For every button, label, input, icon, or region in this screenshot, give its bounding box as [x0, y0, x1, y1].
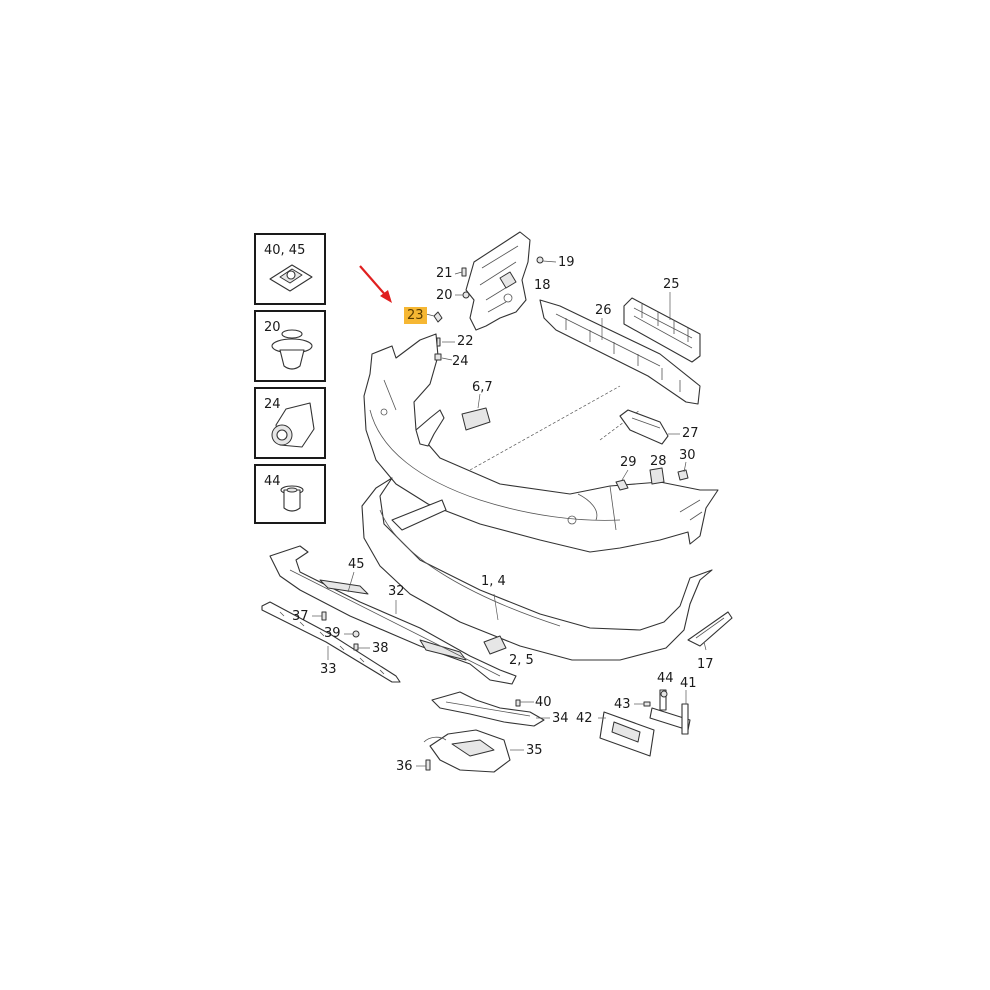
inset-label: 24 — [264, 397, 281, 412]
callout-32: 32 — [388, 584, 405, 599]
callout-29: 29 — [620, 455, 637, 470]
callout-37: 37 — [292, 609, 309, 624]
callout-24: 24 — [452, 354, 469, 369]
part-28-holder-icon — [649, 467, 665, 485]
callout-1-4: 1, 4 — [481, 574, 506, 589]
callout-18: 18 — [534, 278, 551, 293]
callout-38: 38 — [372, 641, 389, 656]
part-23-clip-icon — [425, 311, 443, 323]
callout-45: 45 — [348, 557, 365, 572]
fastener-19-icon — [536, 256, 557, 264]
callout-28: 28 — [650, 454, 667, 469]
fastener-21-icon — [454, 267, 467, 277]
callout-35: 35 — [526, 743, 543, 758]
fastener-40-icon — [515, 699, 534, 707]
callout-44: 44 — [657, 671, 674, 686]
part-26-absorber — [539, 299, 701, 405]
part-42-plate — [598, 711, 655, 757]
part-32-diffuser — [269, 545, 517, 685]
callout-33: 33 — [320, 662, 337, 677]
fastener-37-icon — [312, 611, 327, 621]
fastener-38-icon — [353, 643, 370, 651]
inset-24: 24 — [254, 387, 326, 459]
callout-40: 40 — [535, 695, 552, 710]
part-30-clip-icon — [677, 461, 689, 481]
callout-36: 36 — [396, 759, 413, 774]
callout-20: 20 — [436, 288, 453, 303]
callout-26: 26 — [595, 303, 612, 318]
lower-bumper-cover — [361, 477, 713, 661]
inset-40-45: 40, 45 — [254, 233, 326, 305]
inset-label: 20 — [264, 320, 281, 335]
inset-44: 44 — [254, 464, 326, 524]
fastener-43-icon — [634, 701, 651, 707]
part-24-holder-icon — [434, 353, 453, 361]
callout-19: 19 — [558, 255, 575, 270]
inset-20: 20 — [254, 310, 326, 382]
callout-6-7: 6,7 — [472, 380, 493, 395]
inset-label: 44 — [264, 474, 281, 489]
callout-42: 42 — [576, 711, 593, 726]
callout-25: 25 — [663, 277, 680, 292]
callout-17: 17 — [697, 657, 714, 672]
part-34-bracket — [431, 691, 550, 727]
part-29-clip-icon — [615, 469, 629, 491]
callout-23-highlighted: 23 — [404, 307, 427, 324]
callout-30: 30 — [679, 448, 696, 463]
callout-39: 39 — [324, 626, 341, 641]
part-25-bracket — [623, 292, 701, 363]
sleeve-nut-icon — [280, 485, 304, 512]
part-17-reflector — [687, 611, 733, 651]
part-33-moulding — [261, 601, 401, 683]
callout-43: 43 — [614, 697, 631, 712]
part-18-bracket — [465, 231, 531, 331]
fastener-20-icon — [455, 291, 470, 299]
inset-label: 40, 45 — [264, 243, 306, 258]
part-27-bracket — [619, 409, 680, 445]
callout-41: 41 — [680, 676, 697, 691]
callout-34: 34 — [552, 711, 569, 726]
callout-22: 22 — [457, 334, 474, 349]
nut-clip-icon — [269, 264, 313, 292]
push-rivet-icon — [271, 329, 313, 370]
part-35-housing — [423, 729, 524, 773]
callout-21: 21 — [436, 266, 453, 281]
callout-27: 27 — [682, 426, 699, 441]
red-arrow-icon — [359, 265, 392, 303]
fastener-44-icon — [660, 690, 668, 698]
part-6-7-sensor-icon — [461, 393, 491, 431]
part-41-bracket — [649, 689, 691, 735]
fastener-39-icon — [344, 630, 360, 638]
fastener-36-icon — [416, 759, 431, 771]
upper-bumper-cover — [363, 333, 719, 553]
callout-2-5: 2, 5 — [509, 653, 534, 668]
sensor-holder-icon — [271, 402, 315, 448]
part-22-screw-icon — [436, 337, 455, 347]
